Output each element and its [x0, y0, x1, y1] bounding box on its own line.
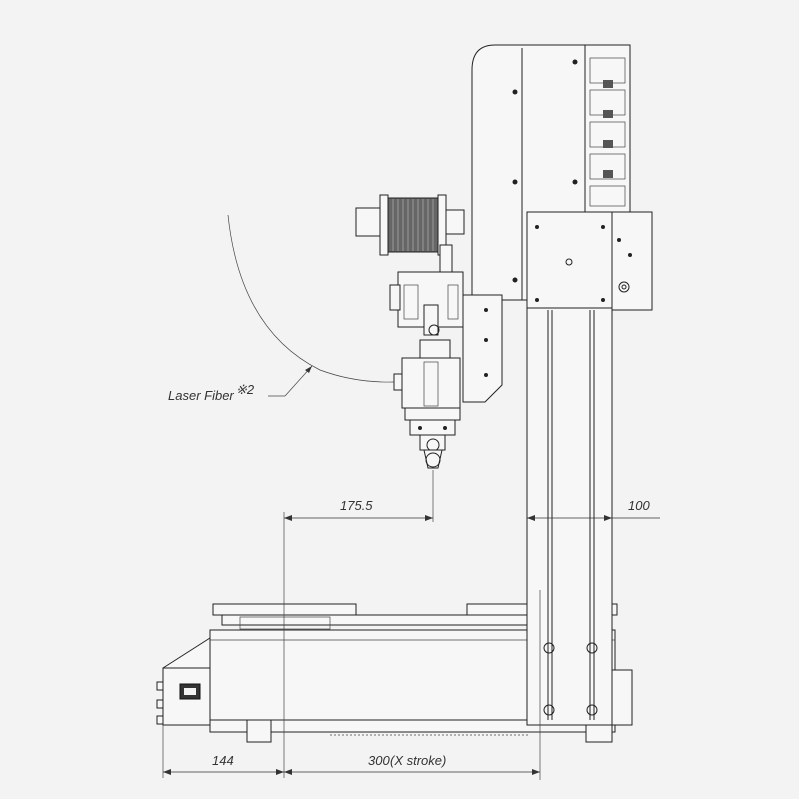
laser-fiber-label: Laser Fiber — [168, 388, 234, 403]
laser-fiber-note: ※2 — [236, 382, 255, 397]
cable-chain — [584, 44, 631, 213]
wire-spool — [355, 194, 465, 276]
carriage-block — [526, 211, 653, 311]
upper-arm — [471, 44, 586, 301]
dim-175-5: 175.5 — [340, 498, 373, 513]
column — [526, 304, 613, 780]
dim-300: 300 — [368, 753, 390, 768]
dim-144: 144 — [212, 753, 234, 768]
head-assembly — [389, 271, 503, 469]
dim-300-note: (X stroke) — [390, 753, 446, 768]
laser-fiber-arc — [227, 214, 395, 383]
dim-100: 100 — [628, 498, 650, 513]
